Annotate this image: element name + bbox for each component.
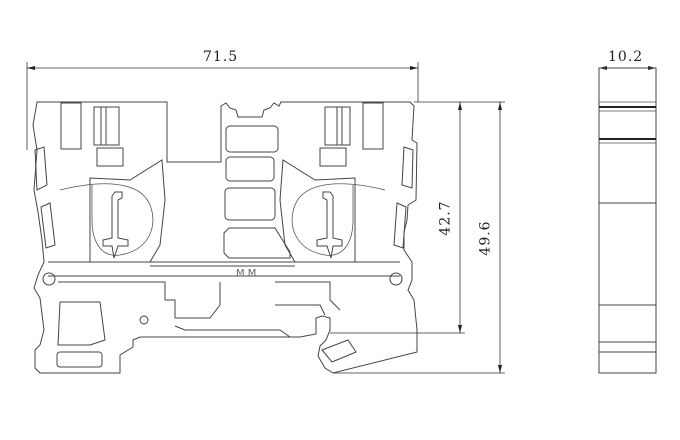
marking-text: M M xyxy=(236,268,256,279)
side-view xyxy=(598,67,657,374)
left-spring xyxy=(59,183,154,256)
left-clamp-chamber xyxy=(89,159,166,263)
inner-height-dimension-label: 42.7 xyxy=(437,200,454,236)
marker-slot-4 xyxy=(223,227,291,259)
marker-slot-2 xyxy=(225,156,275,182)
right-clamp-chamber xyxy=(279,159,356,263)
rivet-icon xyxy=(139,315,149,325)
right-spring xyxy=(291,183,386,256)
marker-slot-3 xyxy=(224,187,276,221)
marker-slot-1 xyxy=(225,125,279,153)
width-dimension-label: 71.5 xyxy=(203,49,239,65)
total-height-dimension-label: 49.6 xyxy=(477,220,494,256)
right-slot-outer xyxy=(362,102,384,150)
thickness-dimension-label: 10.2 xyxy=(608,49,644,65)
left-screw-icon xyxy=(42,272,56,286)
front-view: M M xyxy=(32,101,418,374)
left-slot-outer xyxy=(60,102,82,150)
housing-outline xyxy=(32,101,418,374)
right-screw-icon xyxy=(389,272,403,286)
